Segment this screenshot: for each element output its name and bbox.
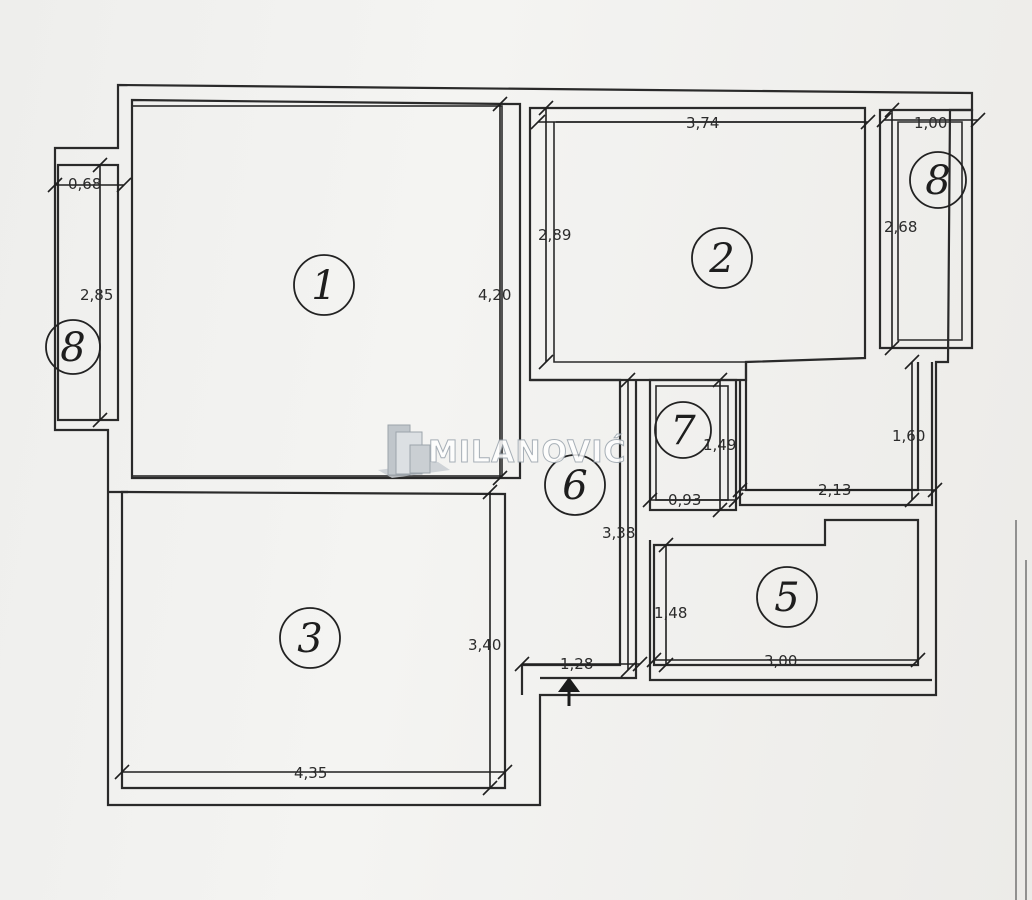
room-6-label: 6 (544, 454, 606, 516)
dim-room3-width: 4,35 (294, 764, 327, 782)
svg-text:2: 2 (708, 236, 734, 282)
dim-right-balcony-width: 1,00 (914, 114, 947, 132)
dim-room2-height: 2,89 (538, 226, 571, 244)
dim-room3-height: 3,40 (468, 636, 501, 654)
room-5-label: 5 (756, 566, 818, 628)
entrance-arrow-icon (558, 677, 580, 706)
room-2-walls (528, 106, 867, 382)
dim-left-balcony-width: 0,68 (68, 175, 101, 193)
dim-hall-lower-height: 1,60 (892, 427, 925, 445)
dim-room6-height: 3,38 (602, 524, 635, 542)
dim-left-balcony-height: 2,85 (80, 286, 113, 304)
room-2-label: 2 (691, 227, 753, 289)
dim-room2-width: 3,74 (686, 114, 719, 132)
svg-text:1: 1 (311, 263, 336, 309)
dimension-lines (47, 96, 986, 796)
room-3-walls (108, 490, 507, 790)
dim-hall-lower-width: 2,13 (818, 481, 851, 499)
room-8-left-walls (56, 163, 120, 422)
room-7-label: 7 (654, 401, 712, 459)
dim-room5-height: 1,48 (654, 604, 687, 622)
room-3-label: 3 (279, 607, 341, 669)
dim-room1-height: 4,20 (478, 286, 511, 304)
svg-text:8: 8 (60, 325, 85, 371)
watermark-logo: MILANOVIĆ (378, 424, 627, 478)
dim-right-balcony-height: 2,68 (884, 218, 917, 236)
building-icon (378, 424, 450, 478)
room-8-right-label: 8 (909, 151, 967, 209)
dim-room5-width: 3,00 (764, 652, 797, 670)
room-1-label: 1 (293, 254, 355, 316)
dim-room6-width: 1,28 (560, 655, 593, 673)
room-6-walls (520, 378, 638, 695)
svg-text:6: 6 (562, 463, 587, 509)
room-8-right-walls (878, 108, 974, 350)
room-8-left-label: 8 (45, 319, 101, 375)
dim-room7-height: 1,49 (703, 436, 736, 454)
svg-text:8: 8 (925, 158, 950, 204)
watermark-text: MILANOVIĆ (428, 433, 627, 470)
svg-text:3: 3 (297, 616, 322, 662)
svg-text:5: 5 (774, 575, 799, 621)
svg-text:7: 7 (670, 408, 696, 454)
room-5-walls (648, 518, 932, 682)
dim-room7-width: 0,93 (668, 491, 701, 509)
room-1-walls (131, 105, 503, 477)
